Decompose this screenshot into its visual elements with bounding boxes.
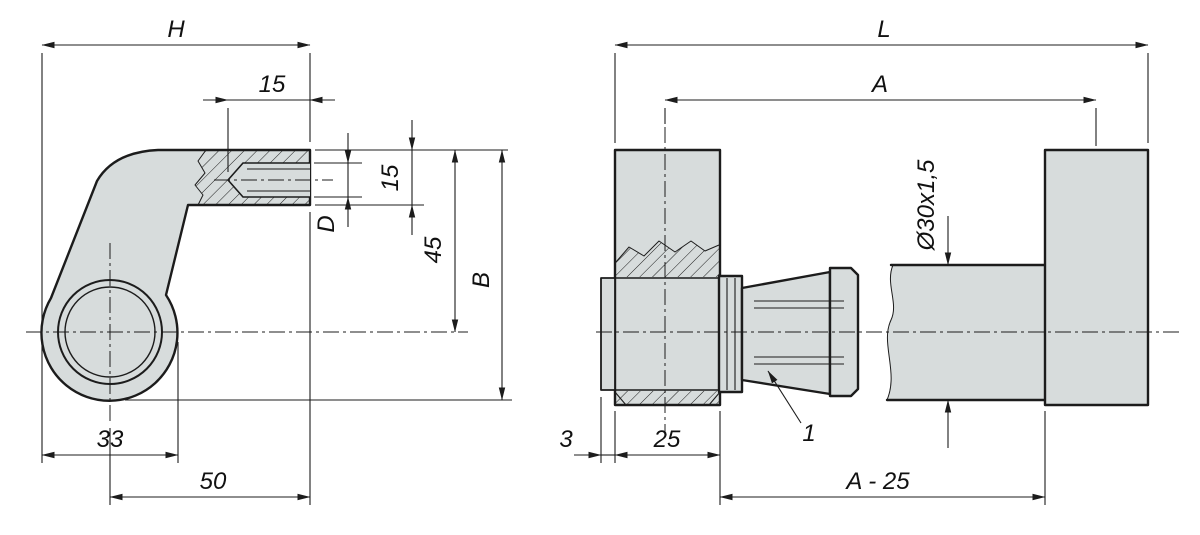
dim-label-25: 25: [653, 426, 681, 453]
dim-label-15-height: 15: [377, 164, 404, 191]
clamping-element: [717, 266, 860, 398]
right-view: L A Ø30x1,5 3 25 1: [559, 16, 1180, 505]
expander-cone: [740, 270, 832, 396]
dim-label-D: D: [313, 215, 340, 232]
tube-break-line: [886, 264, 895, 401]
threaded-hole: [214, 162, 333, 198]
dim-label-H: H: [167, 16, 185, 43]
dim-thread-depth-15: 15: [203, 71, 335, 172]
dim-label-15-depth: 15: [259, 71, 286, 98]
dim-L: L: [614, 16, 1149, 143]
handle-tube-end: [600, 127, 722, 433]
machine-block: [1043, 148, 1150, 407]
break-line: [615, 240, 720, 263]
dim-thread-height-15: 15: [315, 120, 508, 235]
break-line: [194, 149, 207, 206]
mounting-tube: [885, 263, 1047, 402]
boss-centerlines: [26, 243, 468, 421]
dim-label-tube-diameter: Ø30x1,5: [913, 159, 940, 251]
dim-label-A: A: [870, 71, 888, 98]
flange-ring: [717, 274, 744, 394]
dim-D: D: [313, 133, 362, 233]
dim-tube-diameter: Ø30x1,5: [913, 159, 952, 448]
dim-A-minus-25: A - 25: [719, 411, 1046, 505]
clamp-boss: [600, 277, 616, 391]
dim-label-50: 50: [200, 468, 227, 495]
torn-section-hatch: [616, 241, 719, 277]
dim-label-3: 3: [559, 426, 573, 453]
chamfer-line: [614, 391, 627, 406]
dim-3-and-25: 3 25: [559, 397, 721, 505]
dim-label-B: B: [468, 272, 495, 288]
dim-A: A: [664, 71, 1097, 146]
dim-50: 50: [109, 212, 311, 505]
left-view: H 15 D 15: [26, 16, 512, 505]
callout-1: 1: [767, 370, 816, 447]
leader-line: [767, 370, 802, 424]
tube-fill: [887, 265, 1045, 400]
callout-label-1: 1: [802, 420, 815, 447]
dim-label-A-minus-25: A - 25: [844, 468, 910, 495]
dim-label-L: L: [877, 16, 890, 43]
dim-label-45: 45: [420, 236, 447, 263]
dim-B: B: [125, 149, 512, 401]
chamfer-line: [708, 391, 721, 406]
handle-outline: [40, 148, 312, 402]
bottom-section-hatch: [616, 391, 719, 404]
dim-45: 45: [420, 149, 459, 333]
